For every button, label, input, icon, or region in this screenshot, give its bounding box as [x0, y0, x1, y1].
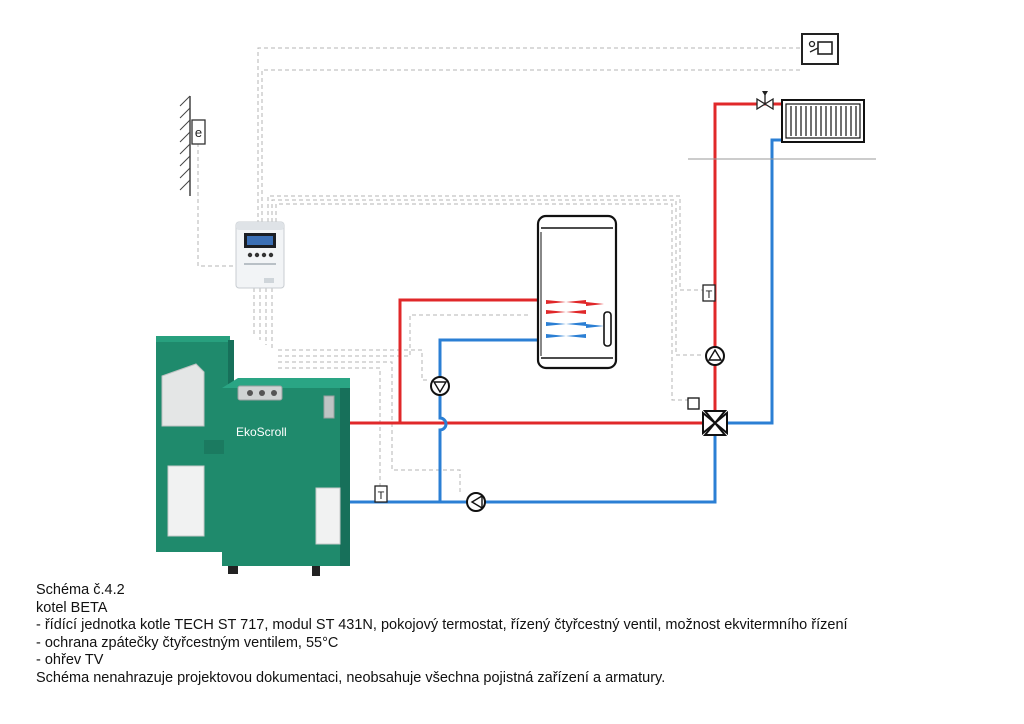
temperature-sensor-icon: T — [702, 284, 716, 302]
outdoor-sensor-label: e — [195, 125, 202, 140]
caption-disclaimer: Schéma nenahrazuje projektovou dokumenta… — [36, 669, 666, 686]
radiator-icon — [781, 99, 865, 143]
heating-schematic: e — [156, 33, 876, 576]
caption-title: Schéma č.4.2 — [36, 582, 125, 598]
temperature-sensor-label: T — [378, 490, 385, 502]
four-way-valve-icon — [687, 397, 728, 436]
temperature-sensor-label: T — [706, 289, 713, 301]
caption-item: - řídící jednotka kotle TECH ST 717, mod… — [36, 617, 848, 634]
valve-icon — [756, 91, 774, 111]
caption-subtitle: kotel BETA — [36, 599, 108, 616]
outdoor-sensor-icon: e — [179, 95, 206, 196]
circulation-pump-icon — [430, 376, 450, 396]
schema-caption: Schéma č.4.2 kotel BETA - řídící jednotk… — [36, 582, 1016, 688]
circulation-pump-icon — [705, 346, 725, 366]
caption-item: - ohřev TV — [36, 652, 104, 669]
boiler-brand-label: EkoScroll — [236, 425, 287, 439]
room-thermostat-icon — [801, 33, 839, 65]
caption-item: - ochrana zpátečky čtyřcestným ventilem,… — [36, 634, 339, 651]
signal-wiring — [197, 47, 800, 494]
circulation-pump-icon — [466, 492, 486, 512]
hot-water-tank-icon — [536, 214, 618, 370]
temperature-sensor-icon: T — [374, 485, 388, 503]
controller-unit-icon — [235, 221, 285, 289]
boiler-icon: EkoScroll — [156, 336, 350, 576]
